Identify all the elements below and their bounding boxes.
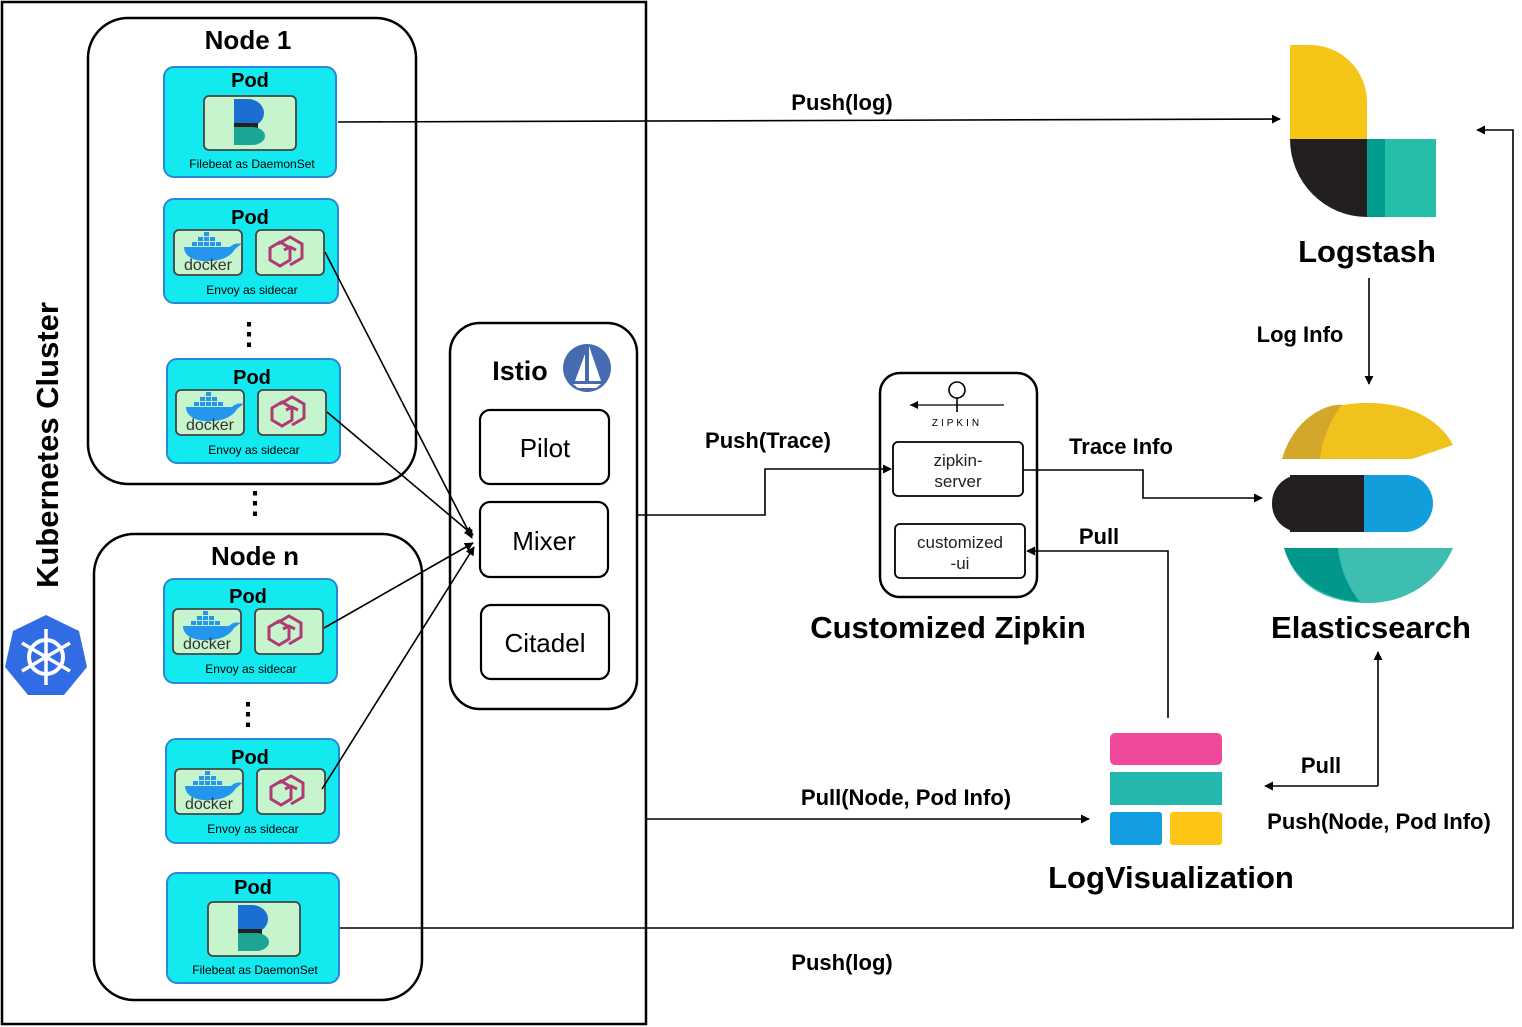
push-trace-label: Push(Trace) [705, 428, 831, 453]
citadel-box [479, 603, 611, 681]
pod-title: Pod [231, 747, 269, 769]
citadel-label: Citadel [505, 628, 586, 658]
push-log-bottom-label: Push(log) [791, 950, 892, 975]
node-1-box [86, 16, 418, 486]
pod-title: Pod [233, 367, 271, 389]
push-log-top-label: Push(log) [791, 90, 892, 115]
node-n-label: Node n [211, 541, 299, 571]
elasticsearch-icon [1272, 403, 1453, 603]
pilot-box [478, 408, 611, 486]
zipkin-title: Customized Zipkin [810, 610, 1086, 645]
node-1-label: Node 1 [205, 25, 292, 55]
kubernetes-cluster-frame [0, 0, 648, 1026]
docker-label: docker [186, 417, 235, 434]
node-n-sidecar-pod-a: Pod docker Envoy as sidecar [163, 578, 338, 684]
customized-ui-box [894, 523, 1026, 579]
pod-caption: Filebeat as DaemonSet [192, 963, 318, 977]
node-n-filebeat-pod: Pod Filebeat as DaemonSet [166, 872, 340, 984]
docker-label: docker [183, 636, 232, 653]
customized-ui-label-line1: customized [917, 533, 1003, 552]
istio-icon [563, 344, 611, 392]
cluster-title: Kubernetes Cluster [30, 302, 65, 588]
zipkin-icon [910, 381, 1004, 412]
sidecar-to-mixer-arrow [323, 542, 474, 629]
connectors [321, 114, 1514, 929]
log-info-label: Log Info [1257, 322, 1344, 347]
zipkin-logo-text: ZIPKIN [932, 418, 982, 429]
logstash-title: Logstash [1298, 234, 1436, 269]
logvisualization-title: LogVisualization [1048, 860, 1294, 895]
mixer-label: Mixer [512, 526, 576, 556]
elasticsearch-title: Elasticsearch [1271, 610, 1471, 645]
push-log-bottom-arrow [340, 125, 1514, 929]
pod-caption: Filebeat as DaemonSet [189, 157, 315, 171]
node-1-sidecar-pod-a: Pod docker Envoy as sidecar [163, 198, 339, 304]
kubernetes-icon [5, 615, 87, 695]
logvisualization-icon [1110, 733, 1222, 845]
pod-title: Pod [231, 207, 269, 229]
push-trace-arrow [637, 464, 892, 516]
sidecar-to-mixer-arrow [326, 411, 474, 536]
sidecar-to-mixer-arrow [324, 251, 473, 539]
node-n-box [92, 532, 424, 1002]
node-1-filebeat-pod: Pod Filebeat as DaemonSet [163, 66, 337, 178]
pod-caption: Envoy as sidecar [208, 443, 299, 457]
pull-es-label: Pull [1301, 753, 1341, 778]
docker-label: docker [185, 796, 234, 813]
trace-info-label: Trace Info [1069, 434, 1173, 459]
zipkin-server-box [892, 441, 1024, 497]
zipkin-server-label-line2: server [934, 472, 982, 491]
pod-title: Pod [229, 586, 267, 608]
mixer-box [478, 500, 610, 579]
node-n-sidecar-pod-b: Pod docker Envoy as sidecar [165, 738, 340, 844]
pilot-label: Pilot [520, 433, 571, 463]
logstash-icon [1290, 45, 1436, 217]
istio-title: Istio [492, 356, 548, 386]
pull-node-pod-label: Pull(Node, Pod Info) [801, 785, 1011, 810]
customized-ui-label-line2: -ui [951, 554, 970, 573]
docker-label: docker [184, 257, 233, 274]
zipkin-box [878, 371, 1039, 599]
push-log-top-arrow [337, 114, 1281, 124]
sidecar-to-mixer-arrow [321, 546, 475, 790]
ellipsis-dots: ⋮ [233, 698, 263, 731]
push-node-pod-label: Push(Node, Pod Info) [1267, 809, 1491, 834]
pod-caption: Envoy as sidecar [205, 662, 296, 676]
pod-caption: Envoy as sidecar [207, 822, 298, 836]
trace-info-arrow [1023, 469, 1263, 503]
ellipsis-dots: ⋮ [240, 487, 270, 520]
pull-zipkin-arrow [1026, 546, 1169, 718]
node-1-sidecar-pod-b: Pod docker Envoy as sidecar [166, 358, 341, 464]
pod-caption: Envoy as sidecar [206, 283, 297, 297]
ellipsis-dots: ⋮ [234, 318, 264, 351]
pod-title: Pod [231, 70, 269, 92]
zipkin-server-label-line1: zipkin- [933, 451, 982, 470]
pod-title: Pod [234, 877, 272, 899]
pull-zipkin-label: Pull [1079, 524, 1119, 549]
